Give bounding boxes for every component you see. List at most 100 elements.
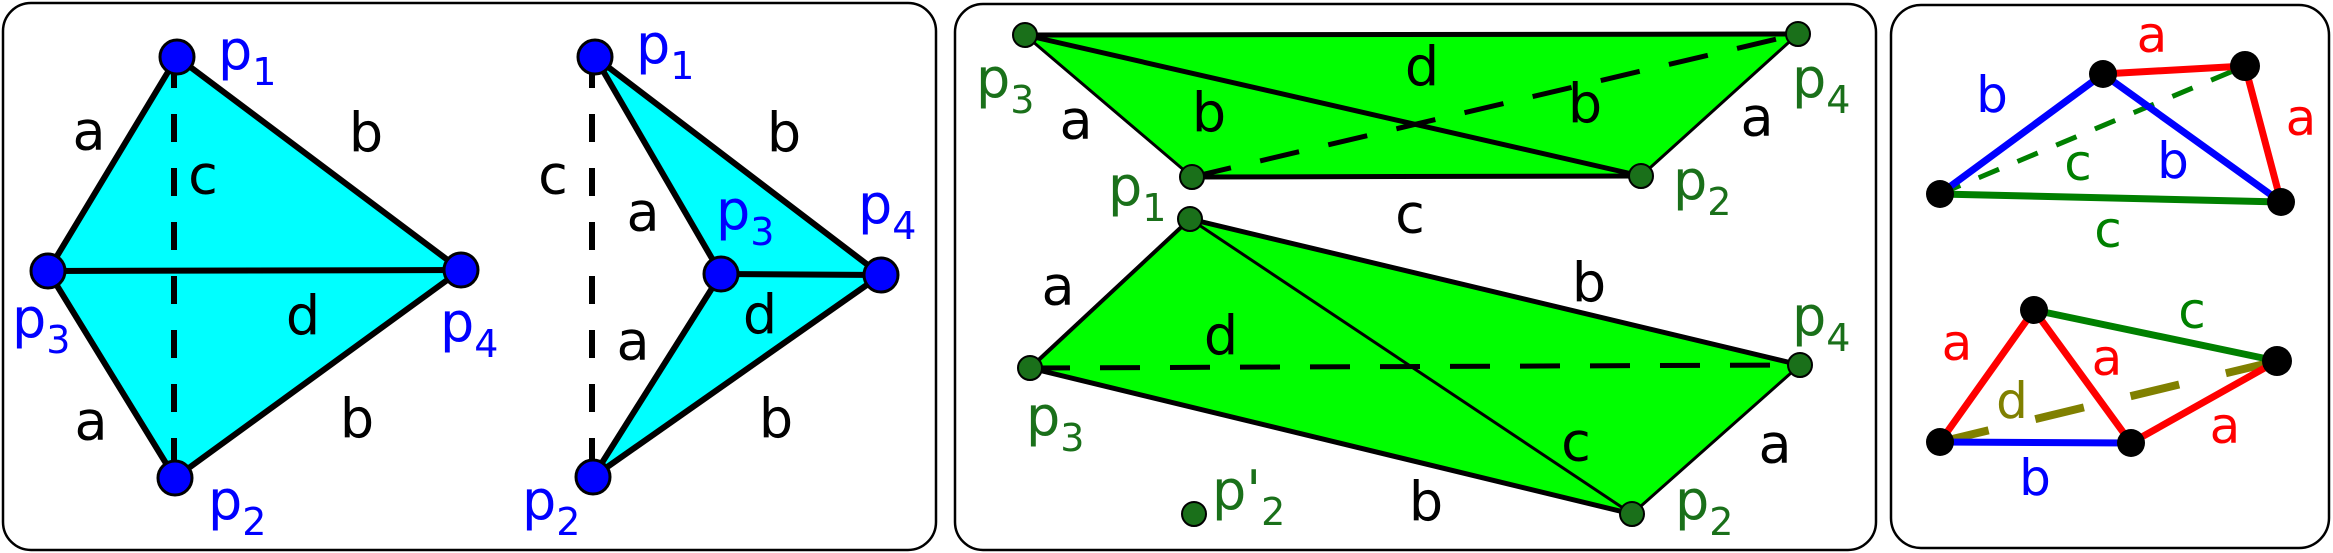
- edge-b: [1939, 438, 2132, 447]
- vertex: [2020, 296, 2048, 324]
- edge-a: [1639, 32, 1800, 178]
- vertex: [2267, 188, 2295, 216]
- label-p1: p1: [1108, 155, 1166, 231]
- edge-c: [2033, 306, 2278, 365]
- edge-label-b: b: [2019, 449, 2051, 507]
- edge-a-bottom: [590, 272, 724, 479]
- edge-d-dashed: [1029, 362, 1801, 371]
- face-fill: [1025, 34, 1798, 177]
- edge-a: [1028, 217, 1192, 370]
- edge-label-c: c: [2064, 134, 2092, 192]
- vertex: [1926, 180, 1954, 208]
- edge-label-a: a: [616, 310, 649, 373]
- label-p4: p4: [1792, 47, 1850, 123]
- edge-label-b: b: [2157, 132, 2189, 190]
- edge-label-d: d: [1204, 305, 1238, 368]
- vertex: [1926, 428, 1954, 456]
- edge-label-a: a: [1059, 89, 1092, 152]
- panel-1-right-tetrahedron: p1 p3 p4 p2 c a b d a b: [522, 13, 916, 545]
- vertex-p2: [1628, 163, 1654, 189]
- edge-b: [2100, 71, 2284, 205]
- label-p4: p4: [440, 291, 498, 367]
- edge-label-a: a: [1758, 413, 1791, 476]
- panel-3: a a b c b c a d a c a b: [1889, 3, 2331, 550]
- label-p3: p3: [716, 179, 774, 255]
- edge-label-c: c: [1561, 411, 1591, 474]
- label-p2: p2: [1673, 149, 1731, 225]
- edge-a: [2031, 307, 2134, 446]
- edge-b-bottom: [591, 272, 883, 480]
- edge-b-dashed: [1191, 31, 1799, 180]
- panel-2-bottom-tetrahedron: p4 p3 p2 p'2 a d b c a b: [1017, 206, 1850, 545]
- edge-label-b: b: [767, 102, 801, 165]
- vertex: [2089, 60, 2117, 88]
- edge-b: [1024, 32, 1642, 179]
- edge-d: [1024, 31, 1799, 38]
- vertex-p2: [574, 458, 612, 496]
- edge-b: [1937, 71, 2106, 197]
- edge-label-a: a: [1942, 314, 1973, 372]
- edge-label-b: b: [349, 102, 383, 165]
- edge-label-d: d: [1996, 372, 2028, 430]
- edge-label-d: d: [743, 284, 777, 347]
- edge-label-c: c: [1395, 183, 1425, 246]
- panel-3-frame: [1889, 3, 2331, 550]
- edge-b: [1029, 365, 1633, 517]
- edge-label-d: d: [286, 285, 320, 348]
- edge-label-b: b: [1192, 82, 1226, 145]
- panel-1: p1 p3 p4 p2 a c b d a b p1 p3 p4: [1, 1, 938, 552]
- vertex-p3: [1017, 355, 1043, 381]
- edge-label-b: b: [1572, 252, 1606, 315]
- edge-b-bottom: [173, 267, 463, 481]
- label-p1: p1: [218, 19, 276, 95]
- label-p2: p2: [522, 469, 580, 545]
- edge-label-d: d: [1405, 36, 1439, 99]
- edge-label-b: b: [1976, 66, 2008, 124]
- vertex-p3: [1012, 22, 1038, 48]
- edge-label-a: a: [2092, 329, 2123, 387]
- edge-b-top: [175, 54, 463, 273]
- edge-c-dashed: [1939, 63, 2246, 197]
- edge-a: [2129, 357, 2279, 447]
- vertex-p4: [1785, 21, 1811, 47]
- edge-label-b: b: [340, 388, 374, 451]
- vertex-p2: [1619, 501, 1645, 527]
- label-p2: p2: [1675, 469, 1733, 545]
- edge-a-top: [45, 55, 180, 273]
- vertex-p2-prime: [1181, 501, 1207, 527]
- panel-2-top-tetrahedron: p3 p4 p1 p2 a b d b a c: [976, 21, 1850, 246]
- edge-a: [1937, 307, 2037, 445]
- edge-a-top: [592, 55, 724, 276]
- label-p3: p3: [1026, 385, 1084, 461]
- edge-label-c: c: [538, 144, 568, 207]
- edge-d: [720, 271, 882, 278]
- edge-a: [2102, 62, 2246, 78]
- vertex-p3: [29, 252, 67, 290]
- label-p3: p3: [976, 47, 1034, 123]
- edge-label-a: a: [2210, 397, 2241, 455]
- label-p2-prime: p'2: [1212, 459, 1285, 535]
- vertex-p4: [1787, 352, 1813, 378]
- vertex-p2: [156, 459, 194, 497]
- edge-c: [1191, 173, 1642, 180]
- edge-a: [1024, 33, 1193, 179]
- vertex: [2262, 346, 2292, 376]
- vertex: [2117, 429, 2145, 457]
- panel-3-top-graph: a a b c b c: [1926, 6, 2316, 259]
- edge-label-a: a: [2286, 89, 2317, 147]
- label-p2: p2: [208, 469, 266, 545]
- vertex-p4: [442, 251, 480, 289]
- edge-b-top: [593, 54, 883, 278]
- edge-label-b: b: [1568, 73, 1602, 136]
- vertex-p3: [702, 255, 740, 293]
- edge-label-a: a: [1041, 255, 1074, 318]
- edge-c: [1189, 217, 1633, 516]
- edge-b: [1189, 216, 1801, 368]
- vertex-p1: [1177, 206, 1203, 232]
- edge-label-b: b: [759, 388, 793, 451]
- vertex-p4: [862, 256, 900, 294]
- panel-1-left-tetrahedron: p1 p3 p4 p2 a c b d a b: [12, 19, 498, 545]
- edge-label-a: a: [1740, 86, 1773, 149]
- edge-label-c: c: [188, 144, 218, 207]
